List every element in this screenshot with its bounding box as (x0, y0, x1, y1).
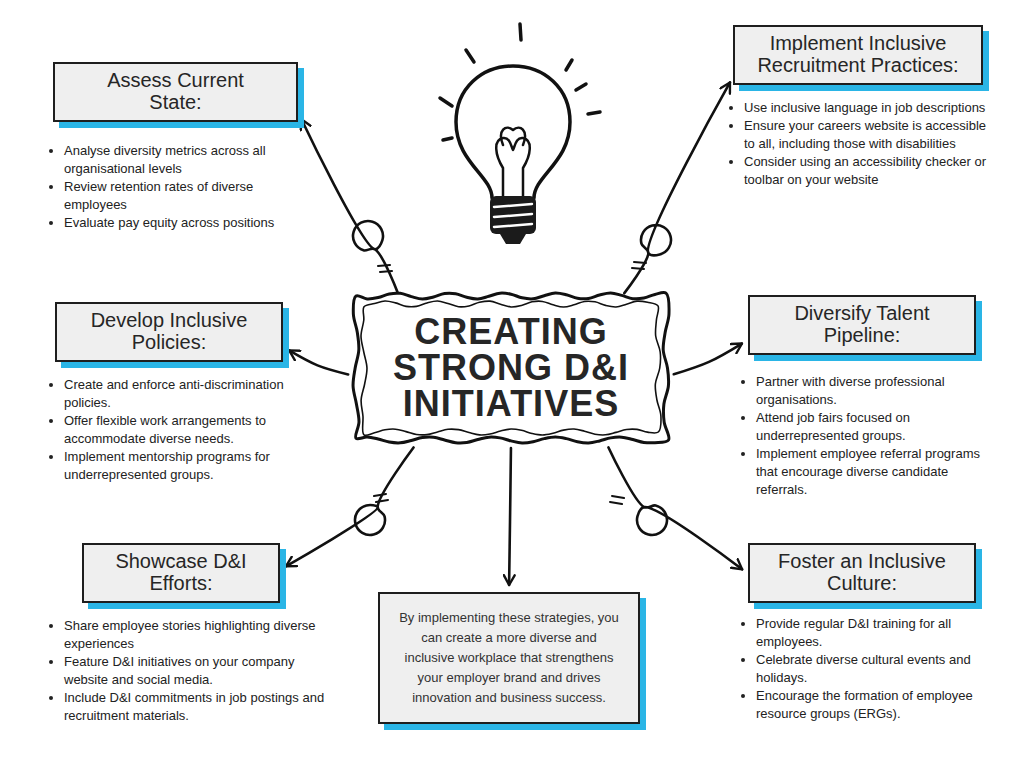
bullet-item: Celebrate diverse cultural events and ho… (756, 651, 986, 687)
strategy-card: Diversify Talent Pipeline: Partner with d… (742, 295, 986, 499)
heading-box: Diversify Talent Pipeline: (748, 295, 976, 355)
central-title-box: CREATING STRONG D&I INITIATIVES (352, 292, 670, 444)
strategy-card: Assess Current State: Analyse diversity m… (50, 62, 305, 232)
strategy-card: Foster an Inclusive Culture: Provide regu… (742, 543, 986, 723)
bullet-list: Partner with diverse professional organi… (742, 373, 986, 499)
central-title: CREATING STRONG D&I INITIATIVES (380, 314, 642, 422)
bullet-list: Analyse diversity metrics across all org… (50, 142, 305, 232)
bullet-item: Encourage the formation of employee reso… (756, 687, 986, 723)
curly-arrow (286, 447, 414, 566)
bullet-list: Provide regular D&I training for all emp… (742, 615, 986, 723)
bullet-list: Use inclusive language in job descriptio… (730, 99, 992, 189)
summary-box: By implementing these strategies, you ca… (378, 592, 640, 724)
wavy-inner-outline (361, 301, 661, 435)
curly-arrow (624, 82, 730, 293)
heading-box: Foster an Inclusive Culture: (748, 543, 976, 603)
heading-box: Develop Inclusive Policies: (55, 302, 283, 362)
bullet-item: Implement mentorship programs for underr… (64, 448, 305, 484)
curly-arrow (674, 344, 742, 375)
bullet-item: Share employee stories highlighting dive… (64, 617, 328, 653)
strategy-card: Develop Inclusive Policies: Create and en… (50, 302, 305, 484)
bullet-item: Offer flexible work arrangements to acco… (64, 412, 305, 448)
summary-frame: By implementing these strategies, you ca… (378, 592, 640, 724)
curly-arrow (509, 448, 511, 585)
bullet-item: Ensure your careers website is accessibl… (744, 117, 992, 153)
card-heading: Diversify Talent Pipeline: (760, 303, 964, 346)
strategy-card: Implement Inclusive Recruitment Practice… (730, 25, 992, 189)
card-heading: Implement Inclusive Recruitment Practice… (757, 33, 959, 76)
card-heading: Showcase D&I Efforts: (94, 551, 268, 594)
heading-box: Assess Current State: (53, 62, 298, 122)
bullet-item: Feature D&I initiatives on your company … (64, 653, 328, 689)
bullet-item: Use inclusive language in job descriptio… (744, 99, 992, 117)
card-heading: Assess Current State: (85, 70, 266, 113)
strategy-card: Showcase D&I Efforts: Share employee stor… (50, 543, 328, 725)
card-heading: Foster an Inclusive Culture: (758, 551, 966, 594)
heading-box: Showcase D&I Efforts: (82, 543, 280, 603)
bullet-item: Include D&I commitments in job postings … (64, 689, 328, 725)
curly-arrow (289, 350, 348, 374)
bullet-item: Attend job fairs focused on underreprese… (756, 409, 986, 445)
bullet-item: Implement employee referral programs tha… (756, 445, 986, 499)
bullet-item: Consider using an accessibility checker … (744, 153, 992, 189)
curly-arrow (608, 447, 742, 569)
bullet-item: Create and enforce anti-discrimination p… (64, 376, 305, 412)
heading-box: Implement Inclusive Recruitment Practice… (733, 25, 983, 85)
bullet-list: Create and enforce anti-discrimination p… (50, 376, 305, 484)
card-heading: Develop Inclusive Policies: (67, 310, 271, 353)
bullet-item: Review retention rates of diverse employ… (64, 178, 305, 214)
bullet-item: Evaluate pay equity across positions (64, 214, 305, 232)
bullet-list: Share employee stories highlighting dive… (50, 617, 328, 725)
wavy-frame (352, 292, 670, 444)
wavy-outline (353, 292, 669, 443)
curly-arrow (301, 119, 397, 293)
bullet-item: Partner with diverse professional organi… (756, 373, 986, 409)
summary-text: By implementing these strategies, you ca… (398, 608, 620, 708)
bullet-item: Provide regular D&I training for all emp… (756, 615, 986, 651)
bullet-item: Analyse diversity metrics across all org… (64, 142, 305, 178)
